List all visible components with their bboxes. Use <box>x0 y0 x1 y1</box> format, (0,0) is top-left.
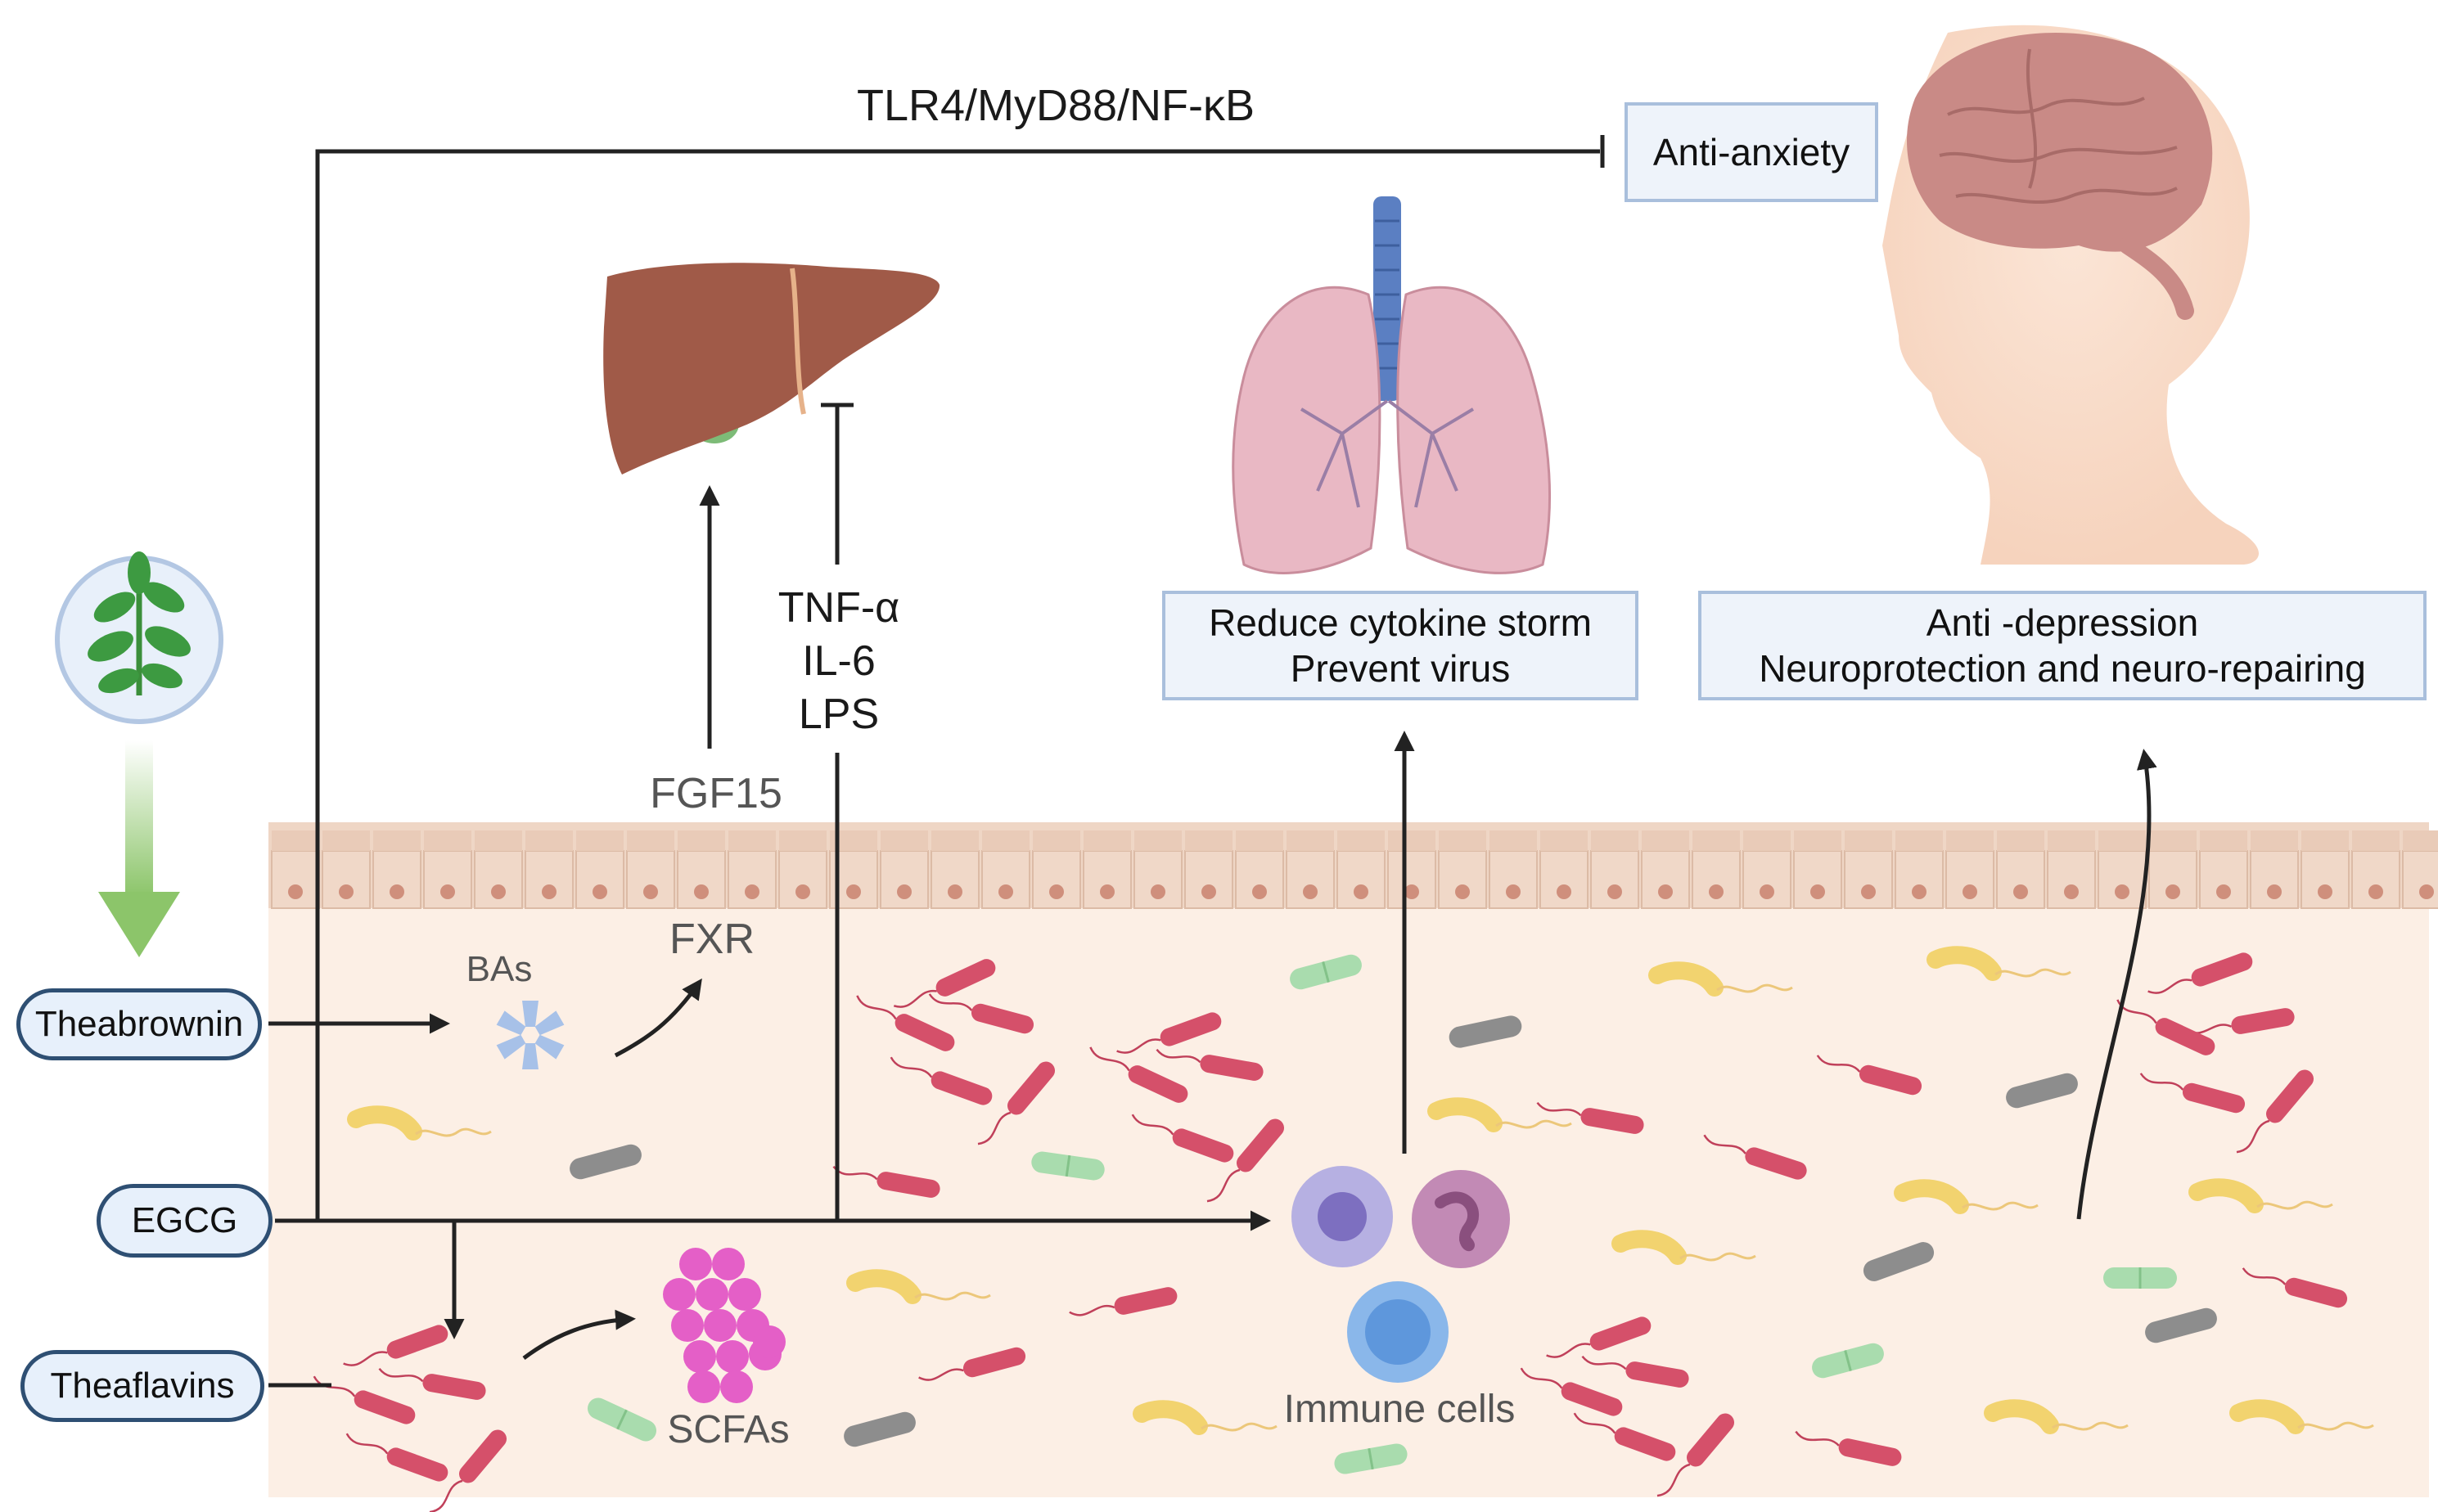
cytokine-liver-inhibition <box>821 403 854 1221</box>
bacteria-icon <box>1812 1343 1884 1379</box>
bacteria-icon <box>846 1269 991 1304</box>
bacteria-icon <box>1795 1430 1902 1466</box>
gut-to-brain-arrow <box>2076 749 2157 1220</box>
scfas-label: SCFAs <box>667 1408 790 1451</box>
gut-microbiota <box>313 946 2374 1512</box>
bacteria-icon <box>587 1397 657 1442</box>
epithelial-cells <box>271 830 2438 909</box>
anti-anxiety-box: Anti-anxiety <box>1625 102 1878 202</box>
bacteria-icon <box>1984 1399 2129 1434</box>
pathway-label: TLR4/MyD88/NF-κB <box>856 81 1255 130</box>
theaflavins-pill: Theaflavins <box>20 1350 264 1422</box>
bacteria-icon <box>343 1325 448 1366</box>
anti-anxiety-text: Anti-anxiety <box>1652 131 1850 173</box>
bacteria-icon <box>1536 1101 1644 1134</box>
bacteria-icon <box>1927 946 2071 981</box>
tea-plant-icon <box>55 551 223 724</box>
bacteria-icon <box>1648 961 1793 997</box>
bacteria-icon <box>378 1367 486 1400</box>
bacteria-icon <box>1449 1015 1522 1048</box>
bacteria-icon <box>1089 1046 1188 1103</box>
bacteria-icon <box>1290 954 1362 990</box>
bacteria-icon <box>347 1105 492 1141</box>
bacteria-icon <box>1427 1097 1572 1132</box>
fxr-label: FXR <box>669 916 755 963</box>
bacteria-icon <box>1520 1367 1623 1416</box>
bacteria-icon <box>2103 1267 2177 1289</box>
scfa-cluster-icon <box>663 1248 786 1403</box>
brain-effect-line2: Neuroprotection and neuro-repairing <box>1759 647 2366 690</box>
bacteria-icon <box>2229 1399 2374 1434</box>
bacteria-icon <box>844 1411 916 1447</box>
lung-effect-box: Reduce cytokine storm Prevent virus <box>1162 591 1638 700</box>
bacteria-icon <box>856 995 955 1051</box>
theabrownin-pill: Theabrownin <box>16 988 262 1060</box>
bacteria-icon <box>1116 1012 1222 1054</box>
bacteria-icon <box>2242 1267 2348 1308</box>
bacteria-icon <box>1816 1055 1922 1096</box>
bas-to-fxr-arrow <box>614 978 702 1058</box>
bacteria-icon <box>928 993 1034 1034</box>
brain-effect-box: Anti -depression Neuroprotection and neu… <box>1698 591 2427 700</box>
theabrownin-text: Theabrownin <box>34 1004 244 1044</box>
lungs-icon <box>1232 196 1552 574</box>
liver-icon <box>603 263 940 475</box>
microbiota-to-scfa-arrow <box>522 1309 636 1361</box>
bacteria-icon <box>1156 1048 1264 1081</box>
green-down-arrow <box>98 740 180 957</box>
lung-effect-line2: Prevent virus <box>1290 647 1511 690</box>
bile-acid-micelle-icon <box>496 1001 565 1069</box>
bacteria-icon <box>2236 1069 2314 1154</box>
bacteria-icon <box>1031 1151 1105 1181</box>
bacteria-icon <box>1069 1287 1178 1316</box>
tlr4-inhibition-path <box>315 135 1605 1221</box>
bacteria-icon <box>2188 1178 2333 1213</box>
bacteria-icon <box>2006 1073 2078 1109</box>
bacteria-icon <box>570 1144 642 1180</box>
bacteria-icon <box>1573 1412 1676 1461</box>
immune-cells-label: Immune cells <box>1283 1388 1516 1431</box>
bacteria-icon <box>1894 1179 2039 1214</box>
bacteria-icon <box>429 1429 507 1512</box>
bacteria-icon <box>977 1061 1055 1145</box>
bacteria-icon <box>2139 1073 2246 1114</box>
immune-cell-icon <box>1291 1166 1510 1383</box>
bacteria-icon <box>1206 1118 1284 1203</box>
gut-section <box>268 822 2438 1497</box>
lung-effect-line1: Reduce cytokine storm <box>1209 601 1592 644</box>
bacteria-icon <box>313 1375 416 1424</box>
tnf-label: TNF-α <box>777 584 900 632</box>
bacteria-icon <box>2145 1307 2217 1343</box>
bacteria-icon <box>1546 1316 1652 1358</box>
bacteria-icon <box>890 1056 993 1105</box>
bacteria-icon <box>918 1347 1026 1381</box>
human-head-brain-icon <box>1882 25 2259 565</box>
bacteria-icon <box>1703 1134 1807 1180</box>
bacteria-icon <box>893 959 996 1008</box>
bacteria-icon <box>1131 1114 1234 1163</box>
egcg-text: EGCG <box>131 1200 238 1240</box>
bacteria-icon <box>2147 952 2253 994</box>
bacteria-icon <box>1656 1413 1734 1497</box>
bacteria-icon <box>1133 1400 1278 1435</box>
theaflavins-text: Theaflavins <box>50 1366 235 1406</box>
bacteria-icon <box>345 1433 448 1482</box>
brain-effect-line1: Anti -depression <box>1926 601 2199 644</box>
bacteria-icon <box>1581 1355 1689 1388</box>
lps-label: LPS <box>798 691 880 738</box>
bas-label: BAs <box>466 949 533 989</box>
bacteria-icon <box>1863 1242 1935 1281</box>
bacteria-icon <box>1611 1230 1756 1265</box>
bacteria-icon <box>1334 1443 1408 1474</box>
fgf15-label: FGF15 <box>650 770 782 817</box>
egcg-pill: EGCG <box>97 1184 273 1258</box>
il6-label: IL-6 <box>802 637 876 685</box>
